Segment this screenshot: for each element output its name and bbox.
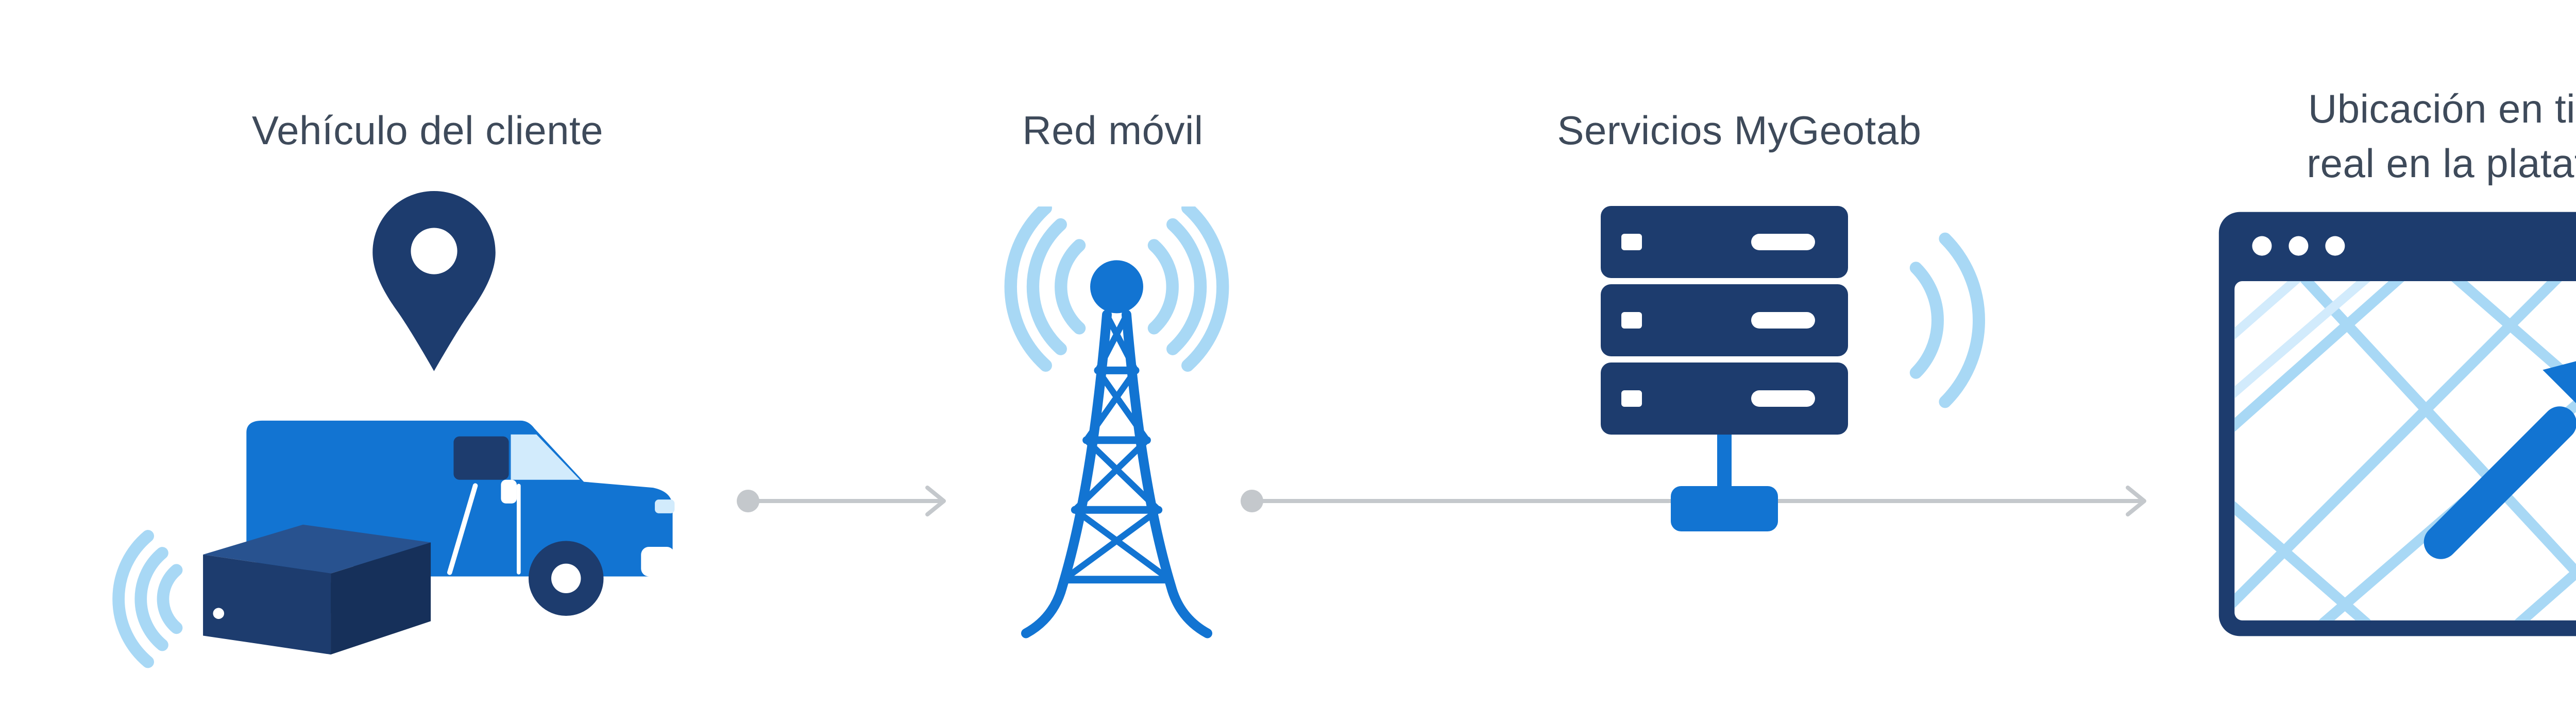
stage-label-platform: Ubicación en tiempo real en la plataform… (2173, 81, 2576, 191)
tracker-signal-waves-icon (112, 530, 183, 668)
van-front-wheel (528, 541, 604, 616)
flow-arrow-1 (737, 486, 946, 516)
pin-body (372, 191, 496, 371)
server-signal-waves-icon (1909, 232, 1985, 408)
tracker-led (213, 608, 225, 619)
gps-tracker-icon (112, 524, 431, 668)
tower-antenna-head (1090, 260, 1143, 314)
van-windshield (511, 434, 580, 480)
stage-label-mobile-network: Red móvil (793, 103, 1432, 158)
server-stand-base (1671, 486, 1778, 531)
location-pin-icon (372, 191, 496, 371)
stage-label-vehicle-line: Vehículo del cliente (251, 108, 604, 153)
tracker-device-box (203, 524, 431, 655)
van-door-window (453, 436, 509, 480)
stage-label-services: Servicios MyGeotab (1420, 103, 2059, 158)
stage-label-vehicle: Vehículo del cliente (108, 103, 747, 158)
browser-viewport (2234, 281, 2576, 620)
server-unit-2 (1601, 284, 1848, 356)
stage-label-platform-line2: real en la plataforma (2307, 141, 2576, 186)
pin-hole (411, 228, 457, 274)
stage-label-platform-line1: Ubicación en tiempo (2308, 86, 2576, 131)
cell-tower-icon (1004, 206, 1229, 638)
flow-arrow-2-head (2126, 486, 2146, 516)
server-unit-1 (1601, 206, 1848, 278)
browser-window-dots (2252, 236, 2345, 256)
server-unit-3 (1601, 362, 1848, 435)
van-mirror (501, 479, 517, 504)
van-front-bumper (641, 547, 675, 577)
tower-signal-waves-left-icon (1004, 206, 1086, 372)
van-headlight (655, 499, 675, 513)
stage-label-mobile-network-line: Red móvil (1022, 108, 1204, 153)
tower-lattice (1021, 309, 1213, 638)
server-stand-stem (1717, 435, 1732, 486)
navigation-arrow-icon (2424, 361, 2576, 559)
tower-signal-waves-right-icon (1147, 206, 1229, 372)
stage-label-services-line: Servicios MyGeotab (1557, 108, 1922, 153)
browser-window-icon (2218, 212, 2576, 636)
van-side-swoosh (447, 483, 478, 575)
server-stack-icon (1601, 206, 1985, 531)
flow-arrow-1-head (925, 486, 946, 516)
